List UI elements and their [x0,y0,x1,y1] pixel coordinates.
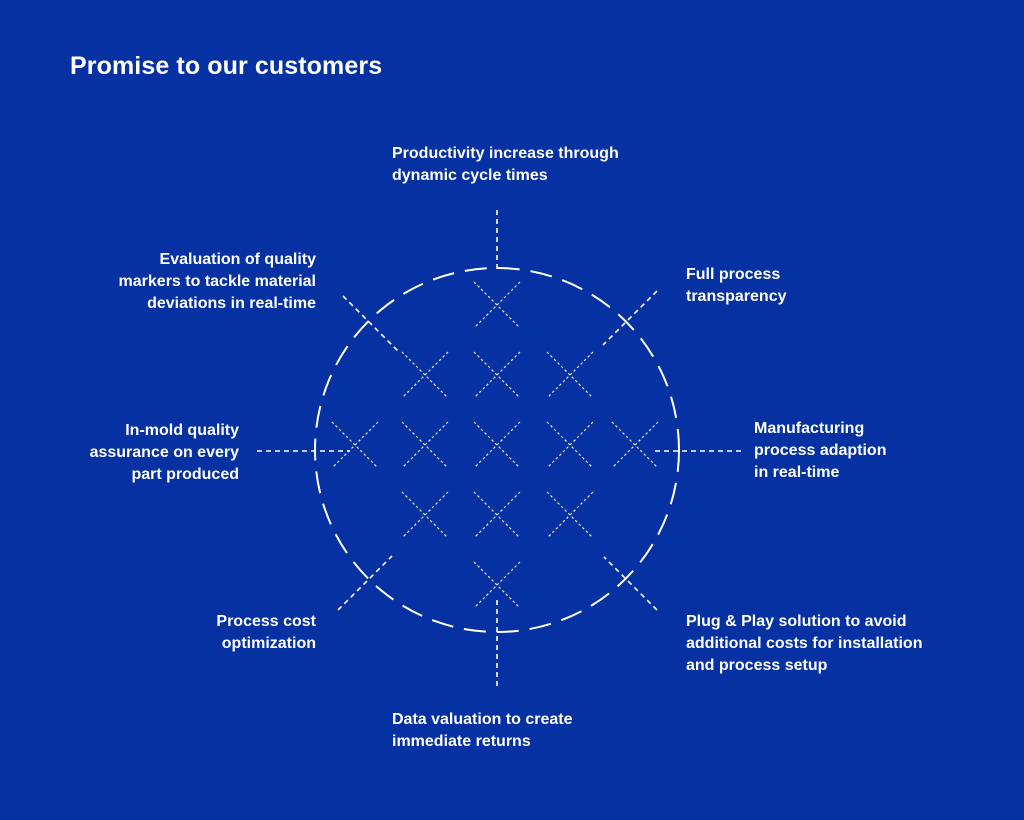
promise-line: Productivity increase through [392,145,619,162]
promise-line: Data valuation to create [392,711,573,728]
x-mark-stroke [473,561,521,609]
promise-line: Plug & Play solution to avoid [686,613,907,630]
promise-line: Process cost [216,613,316,630]
x-mark-stroke [473,491,521,539]
promise-line: Evaluation of quality [159,251,316,268]
x-mark-stroke [473,561,521,609]
promise-line: In-mold quality [125,422,239,439]
promise-line: and process setup [686,657,828,674]
promise-line: part produced [131,466,239,483]
x-mark-stroke [546,421,594,469]
promise-line: in real-time [754,464,840,481]
x-mark-stroke [401,491,449,539]
x-mark-stroke [473,421,521,469]
x-mark-stroke [331,421,379,469]
x-mark-stroke [401,491,449,539]
promise-line: Full process [686,266,781,283]
x-mark-stroke [473,281,521,329]
promise-label-transparency: Full process transparency [686,264,787,308]
promise-line: markers to tackle material [118,273,316,290]
promise-line: dynamic cycle times [392,167,548,184]
x-mark-stroke [473,351,521,399]
promise-line: transparency [686,288,787,305]
x-mark-stroke [401,421,449,469]
spoke-line [337,555,393,611]
promise-label-cost-optimization: Process cost optimization [216,611,316,655]
x-mark-stroke [611,421,659,469]
x-mark-grid [331,281,659,609]
x-mark-stroke [401,351,449,399]
promise-label-quality-markers: Evaluation of quality markers to tackle … [119,249,316,315]
promise-line: immediate returns [392,733,531,750]
promise-label-in-mold-quality: In-mold quality assurance on every part … [90,420,239,486]
promise-line: Manufacturing [754,420,865,437]
x-mark-stroke [473,421,521,469]
promise-label-data-valuation: Data valuation to create immediate retur… [392,709,573,753]
promise-line: assurance on every [89,444,239,461]
promise-label-adaption: Manufacturing process adaption in real-t… [754,418,886,484]
spoke-lines [257,210,742,690]
x-mark-stroke [546,421,594,469]
x-mark-stroke [331,421,379,469]
x-mark-stroke [611,421,659,469]
spoke-line [603,556,658,611]
x-mark-stroke [546,351,594,399]
promise-line: deviations in real-time [147,295,316,312]
x-mark-stroke [546,491,594,539]
page-title: Promise to our customers [70,52,383,80]
promise-line: optimization [221,635,316,652]
x-mark-stroke [473,281,521,329]
spoke-line [602,290,658,346]
promise-line: additional costs for installation [686,635,923,652]
promise-label-plug-play: Plug & Play solution to avoid additional… [686,611,922,677]
x-mark-stroke [401,351,449,399]
x-mark-stroke [546,491,594,539]
x-mark-stroke [473,491,521,539]
promise-line: process adaption [754,442,887,459]
spoke-line [342,295,399,352]
x-mark-stroke [546,351,594,399]
promise-label-productivity: Productivity increase through dynamic cy… [392,143,619,187]
x-mark-stroke [401,421,449,469]
x-mark-stroke [473,351,521,399]
